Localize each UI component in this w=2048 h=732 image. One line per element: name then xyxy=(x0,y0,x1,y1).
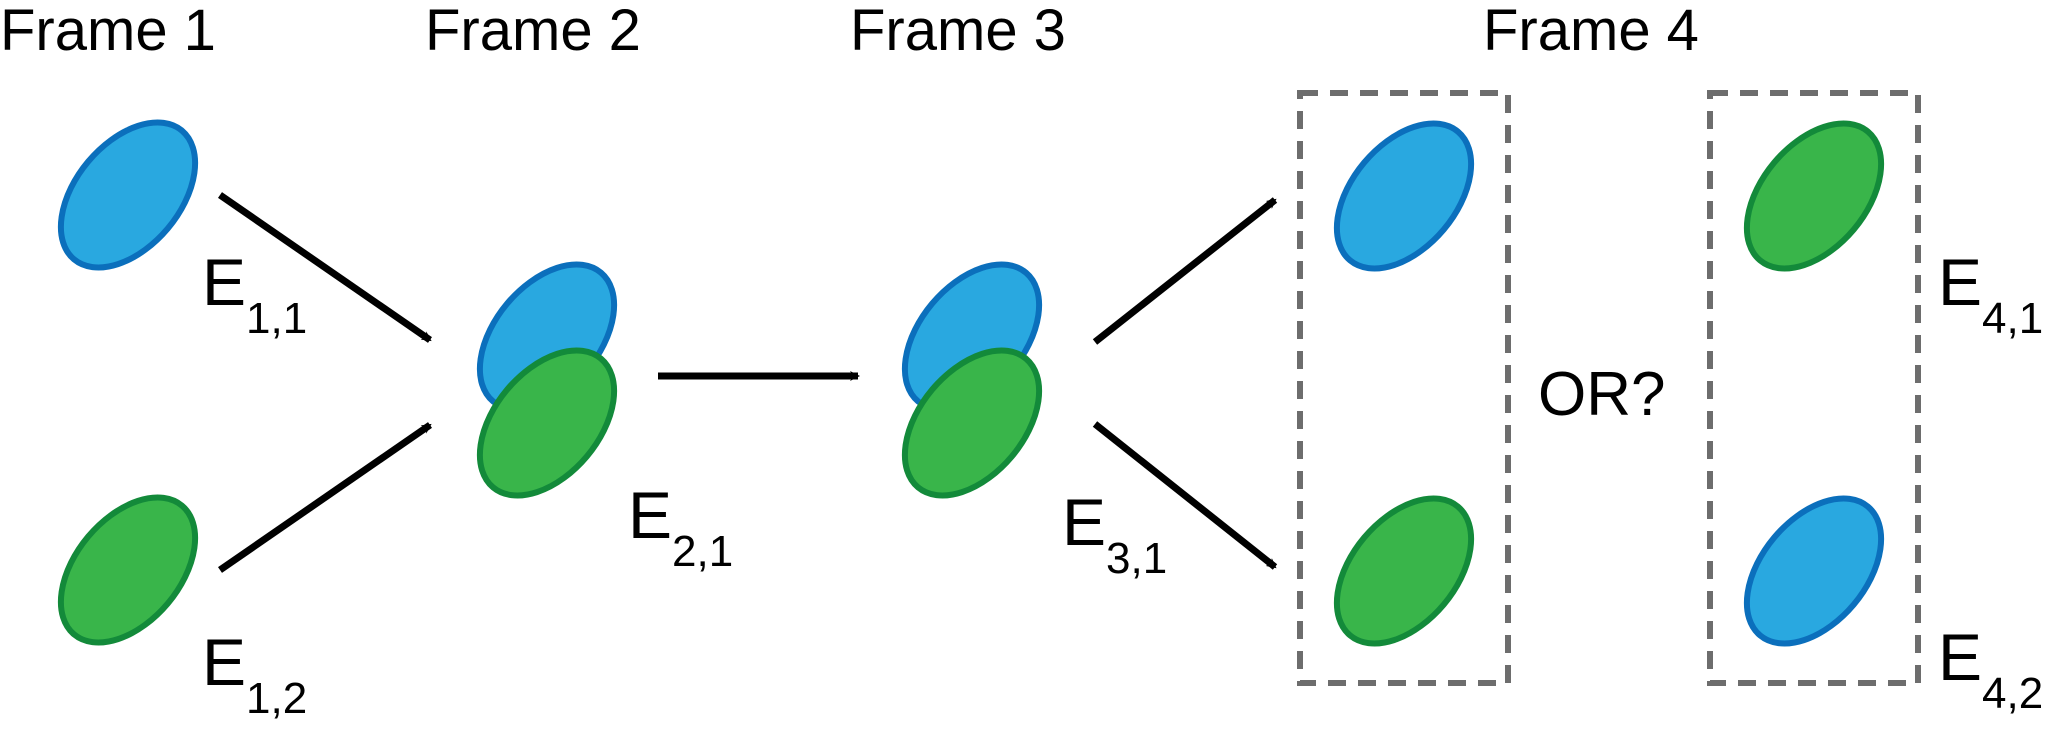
edge-label-e12: E1,2 xyxy=(202,625,307,723)
edge-label-e42: E4,2 xyxy=(1938,620,2043,718)
frame-1-title: Frame 1 xyxy=(0,0,216,63)
arrow-frame3-to-frame4-bottom xyxy=(1092,421,1278,570)
frame-1-green-ellipse xyxy=(57,494,199,646)
frame-3-title: Frame 3 xyxy=(850,0,1066,63)
frame-2-green-ellipse xyxy=(476,347,618,499)
frame-3-green-ellipse xyxy=(901,347,1043,499)
arrow-frame3-to-frame4-top xyxy=(1092,197,1278,345)
frame-4b-blue-ellipse xyxy=(1743,495,1885,647)
or-label: OR? xyxy=(1538,360,1665,429)
frame-4-option-a-box xyxy=(1297,90,1511,686)
frame-1-blue-ellipse xyxy=(57,119,199,271)
frame-4a-green-ellipse xyxy=(1333,495,1475,647)
edge-label-e31: E3,1 xyxy=(1062,485,1167,583)
arrow-frame1-top-to-frame2 xyxy=(218,192,432,343)
frame-4-option-b-box xyxy=(1707,90,1921,686)
edge-label-e11: E1,1 xyxy=(202,245,307,343)
frame-2-title: Frame 2 xyxy=(425,0,641,63)
frame-4b-green-ellipse xyxy=(1743,120,1885,272)
edge-label-e41: E4,1 xyxy=(1938,245,2043,343)
frame-4-title: Frame 4 xyxy=(1483,0,1699,63)
arrow-frame1-bottom-to-frame2 xyxy=(218,422,432,573)
frame-4a-blue-ellipse xyxy=(1333,120,1475,272)
edge-label-e21: E2,1 xyxy=(628,478,733,576)
